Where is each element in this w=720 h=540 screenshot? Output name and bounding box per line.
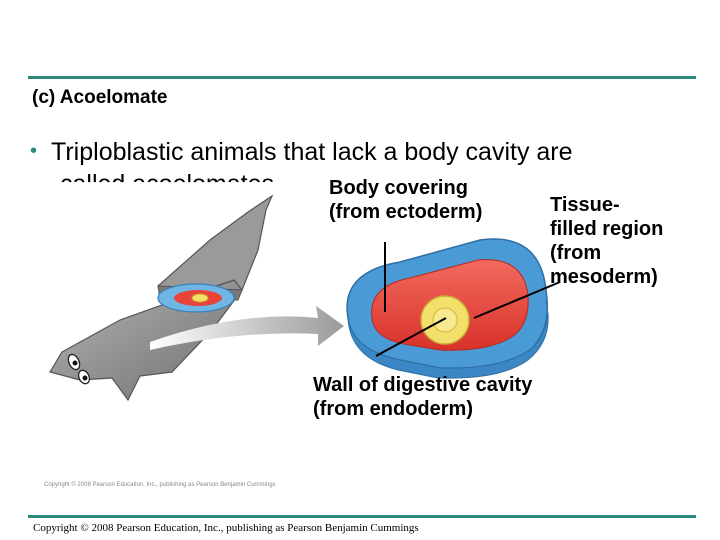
label-digestive-wall-text: Wall of digestive cavity (from endoderm) [313,374,533,420]
label-body-covering-text: Body covering (from ectoderm) [329,177,483,223]
label-body-covering: Body covering (from ectoderm) [329,176,529,224]
bullet-icon: • [30,140,38,162]
bullet-text: Triploblastic animals that lack a body c… [51,138,573,166]
pointer-digestive-wall [375,317,447,357]
label-tissue-region: Tissue- filled region (from mesoderm) [550,193,700,289]
pointer-tissue-region [473,281,561,319]
header-divider [28,76,696,79]
label-tissue-region-text: Tissue- filled region (from mesoderm) [550,194,664,288]
figure-copyright: Copyright © 2008 Pearson Education, Inc.… [44,482,276,488]
cross-section-illustration [346,238,549,379]
footer-divider [28,515,696,518]
bullet-text-continued: called acoelomates [60,170,275,198]
flatworm-illustration [49,194,274,402]
magnification-arrow [150,306,344,350]
bullet-point: • Triploblastic animals that lack a body … [30,138,573,167]
section-title: (c) Acoelomate [32,87,168,108]
footer-copyright: Copyright © 2008 Pearson Education, Inc.… [33,522,419,534]
label-digestive-wall: Wall of digestive cavity (from endoderm) [313,373,613,421]
